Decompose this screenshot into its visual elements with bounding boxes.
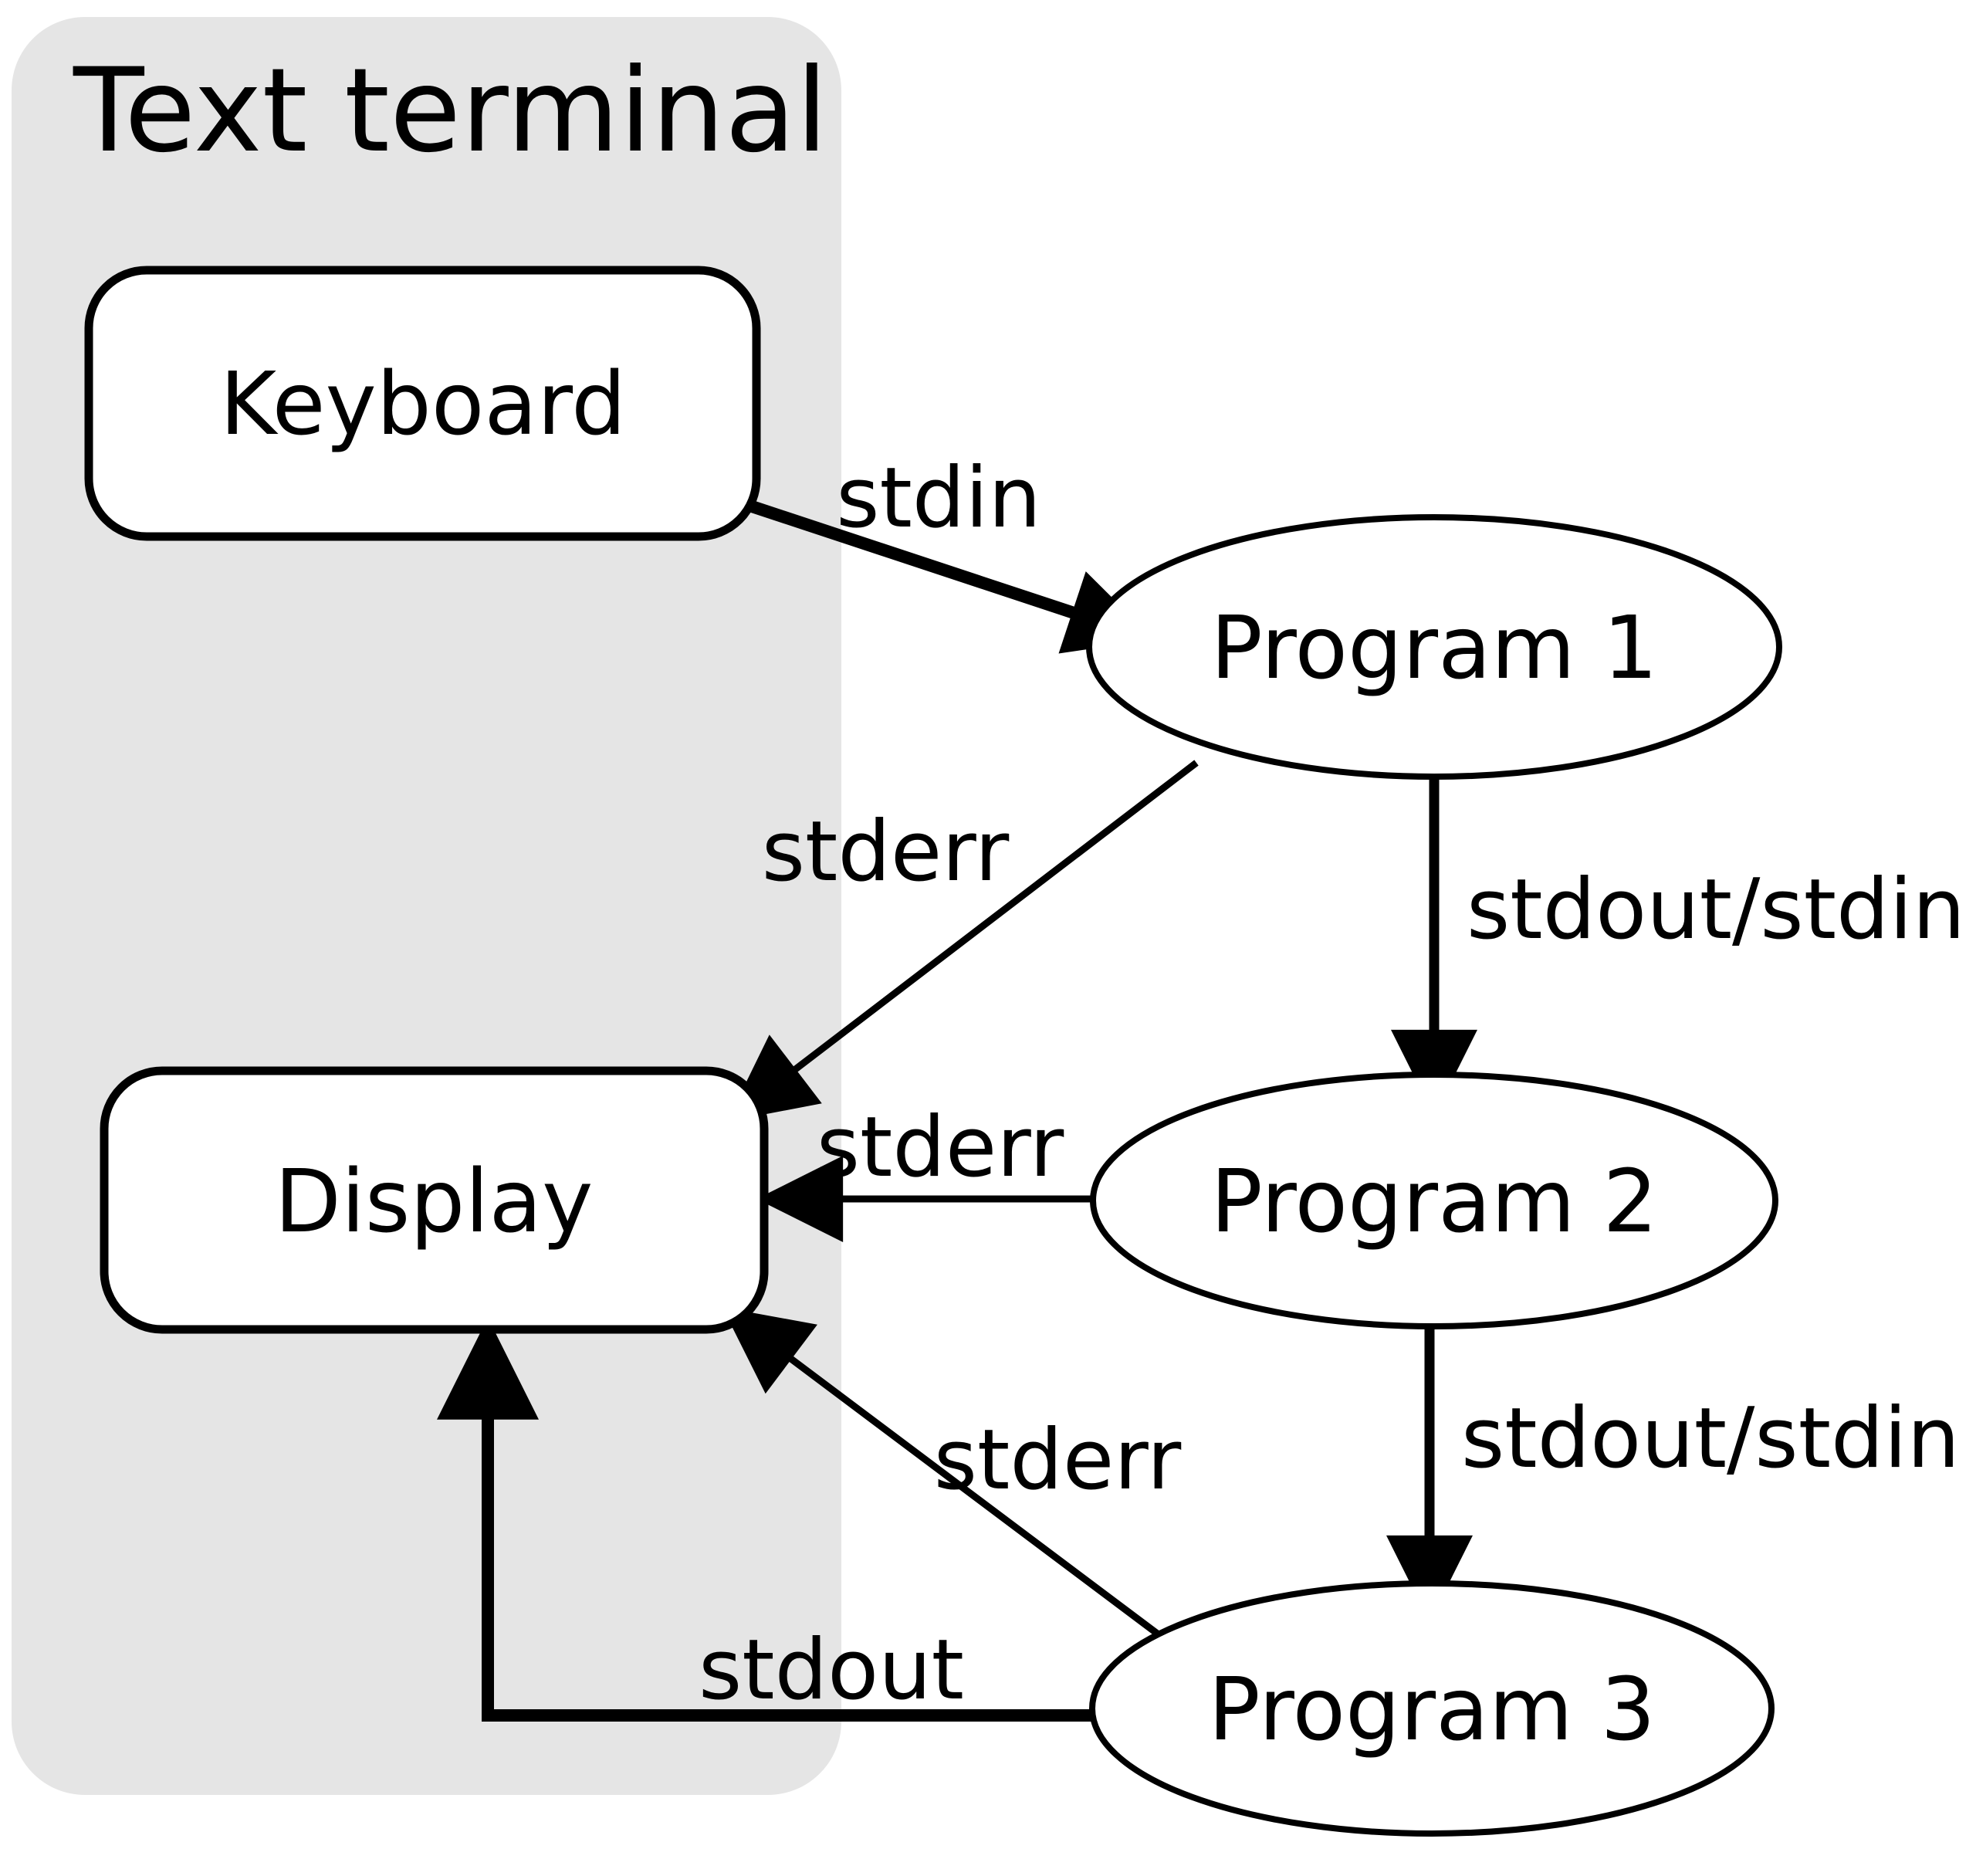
display-node [100, 1066, 769, 1334]
program1-node-label: Program 1 [1210, 598, 1657, 699]
keyboard-node-label: Keyboard [220, 354, 626, 455]
edge-stdin-label: stdin [836, 450, 1041, 547]
keyboard-node [84, 266, 761, 541]
edge-p1-p2-pipe-label: stdout/stdin [1467, 862, 1965, 958]
program1-node [1086, 514, 1782, 780]
edge-p3-stdout-label: stdout [699, 1622, 964, 1719]
edge-p3-stdout-line [437, 1317, 1092, 1722]
program2-node-label: Program 2 [1210, 1152, 1657, 1252]
program3-node-label: Program 3 [1208, 1660, 1655, 1760]
edge-p2-stderr-label: stderr [817, 1099, 1064, 1196]
text-terminal-group-label: Text terminal [73, 44, 828, 178]
edge-p1-stderr-label: stderr [762, 804, 1010, 900]
edge-stdin-line [731, 494, 1155, 654]
edge-p3-stderr-label: stderr [934, 1412, 1182, 1509]
edge-p3-stderr-line [722, 1307, 1162, 1638]
edge-p1-stderr-line [726, 760, 1199, 1122]
program2-node [1090, 1072, 1778, 1329]
program3-node [1089, 1580, 1775, 1837]
display-node-label: Display [275, 1152, 594, 1252]
edge-p2-p3-pipe-label: stdout/stdin [1461, 1390, 1960, 1487]
